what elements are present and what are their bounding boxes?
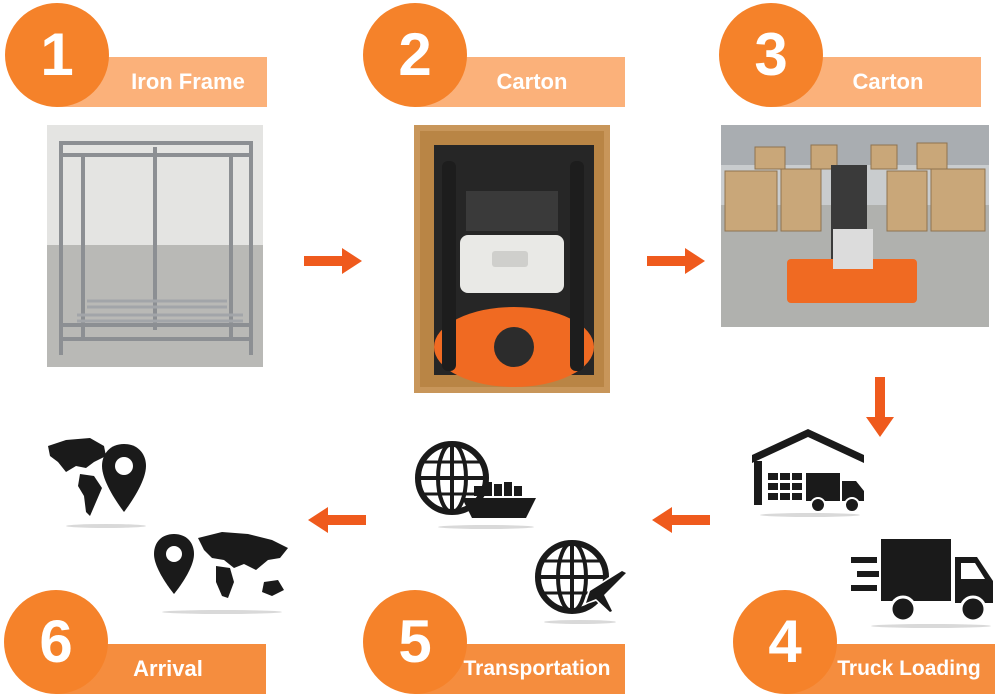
step-1-header: 1 Iron Frame (5, 3, 267, 107)
warehouse-cartons-photo (721, 125, 989, 327)
step-1-number: 1 (40, 21, 74, 88)
globe-ship-icon (415, 441, 536, 529)
arrow-3-to-4 (866, 377, 894, 437)
globe-plane-icon (535, 540, 630, 624)
map-pin-americas-icon (48, 438, 146, 528)
warehouse-truck-icon (752, 429, 864, 517)
step-4-number: 4 (768, 608, 802, 675)
step-4-header: 4 Truck Loading (733, 590, 995, 694)
iron-frame-photo (47, 125, 263, 367)
step-5-circle (363, 590, 467, 694)
step-4-circle (733, 590, 837, 694)
step-2-number: 2 (398, 21, 432, 88)
step-6-circle (4, 590, 108, 694)
arrow-5-to-6 (308, 507, 366, 533)
delivery-truck-icon (851, 539, 993, 628)
step-6-label: Arrival (133, 656, 203, 681)
step-3-number: 3 (754, 21, 788, 88)
step-5-label: Transportation (463, 657, 611, 680)
arrow-2-to-3 (647, 248, 705, 274)
carton-packing-photo (414, 125, 610, 393)
step-2-circle (363, 3, 467, 107)
arrow-1-to-2 (304, 248, 362, 274)
step-2-label: Carton (496, 69, 568, 94)
map-pin-world-icon (154, 532, 288, 614)
step-1-label: Iron Frame (131, 69, 245, 94)
step-3-header: 3 Carton (719, 3, 981, 107)
step-4-label: Truck Loading (837, 657, 981, 680)
arrow-4-to-5 (652, 507, 710, 533)
step-5-number: 5 (398, 608, 432, 675)
step-5-header: 5 Transportation (363, 590, 625, 694)
step-1-circle (5, 3, 109, 107)
step-3-circle (719, 3, 823, 107)
step-6-number: 6 (39, 608, 73, 675)
step-3-label: Carton (852, 69, 924, 94)
step-2-header: 2 Carton (363, 3, 625, 107)
step-6-header: 6 Arrival (4, 590, 266, 694)
